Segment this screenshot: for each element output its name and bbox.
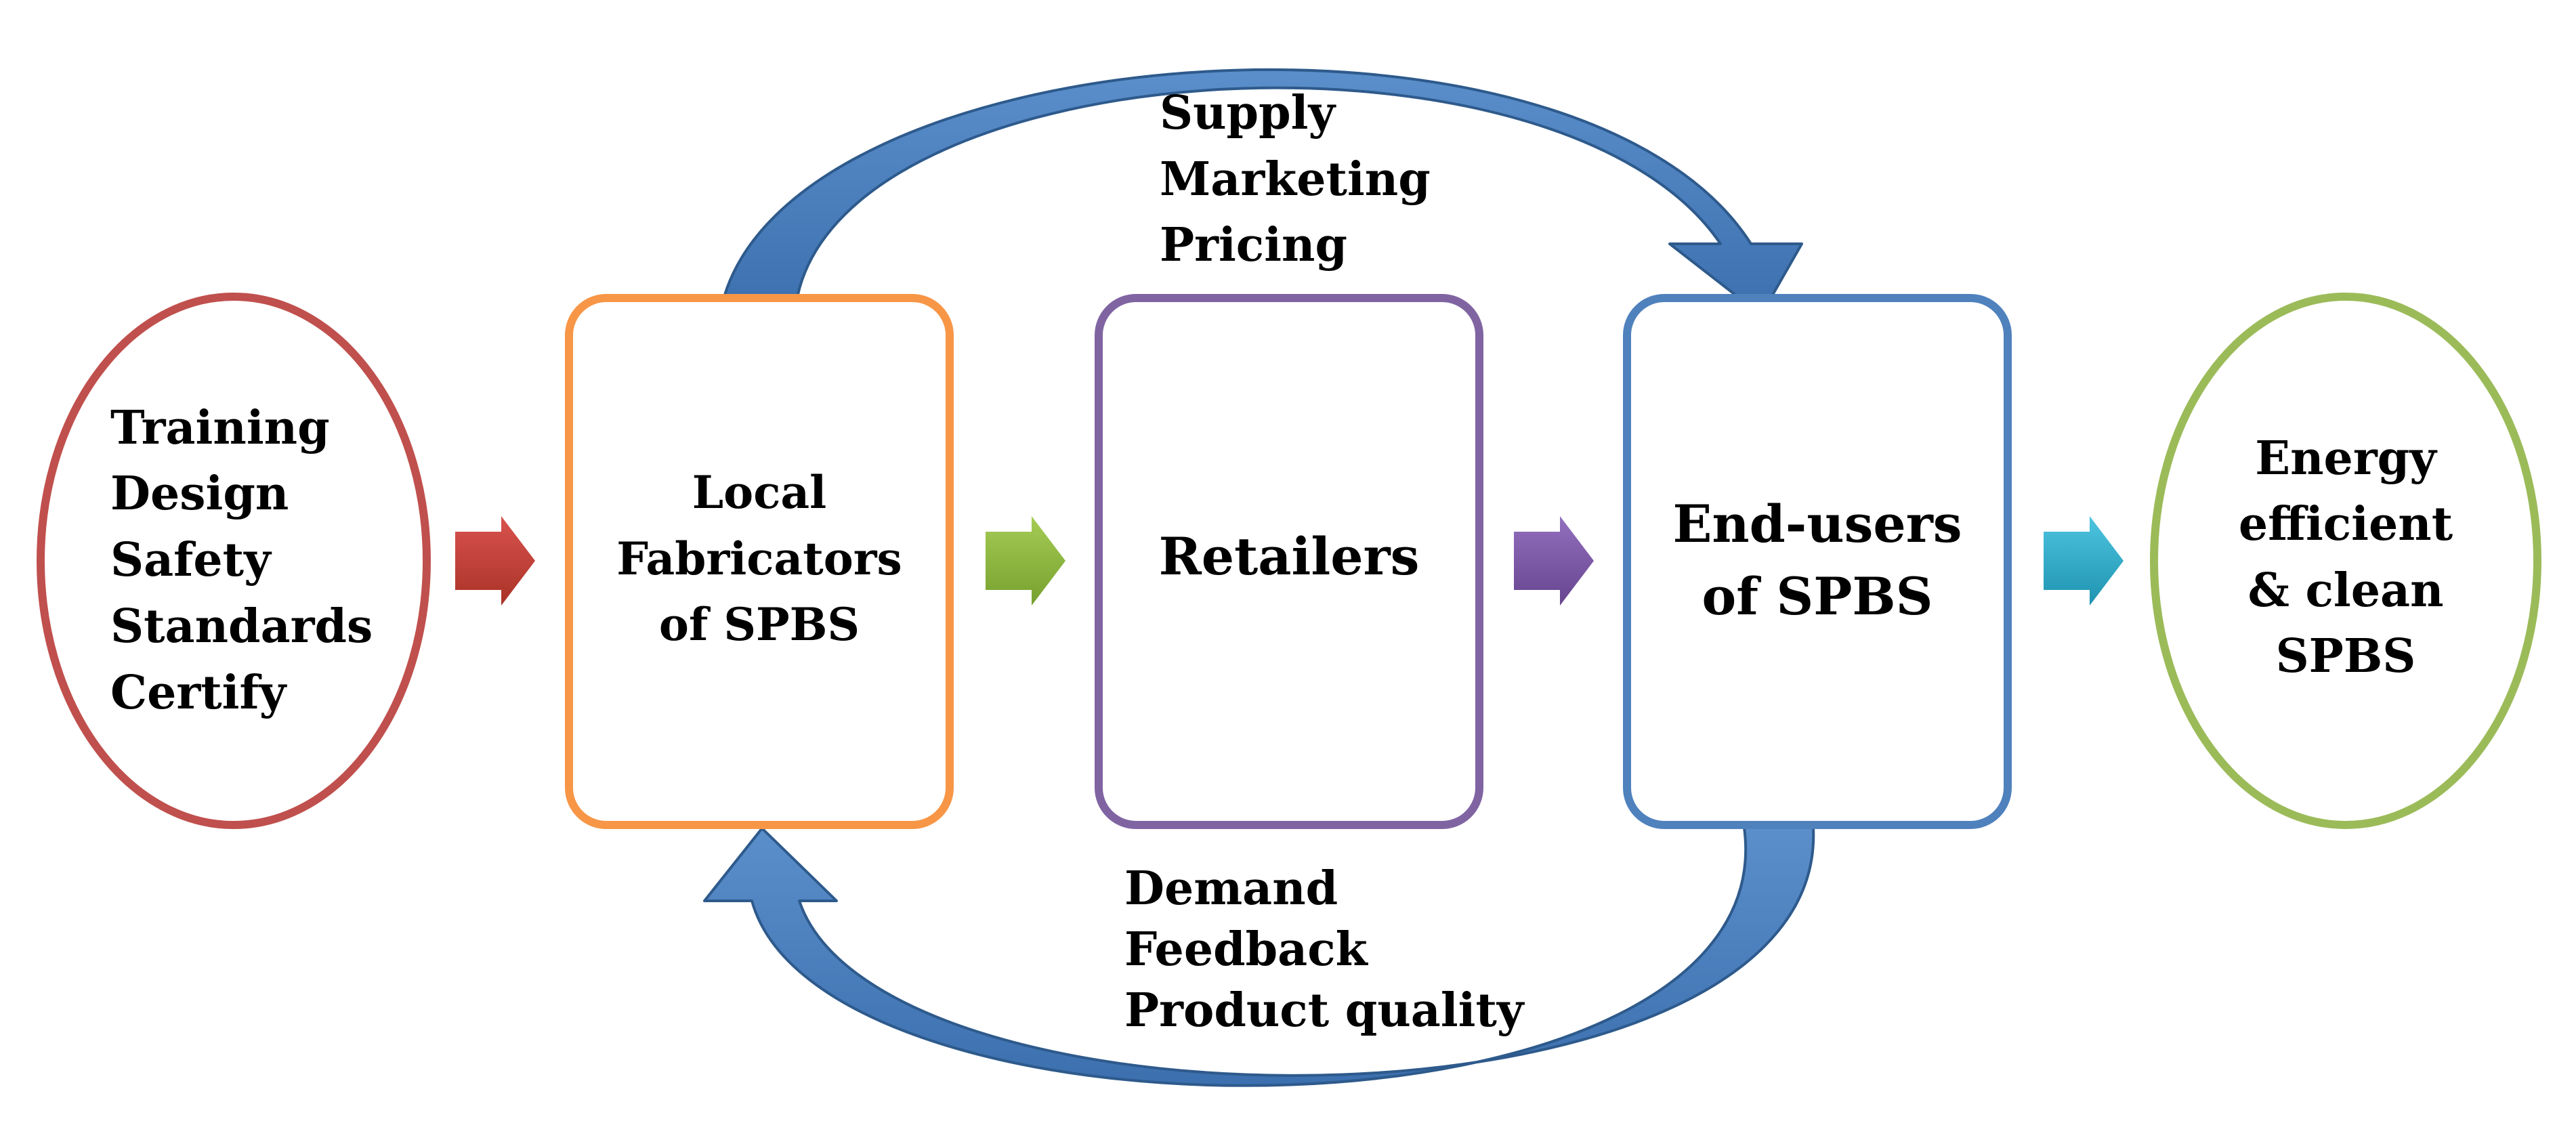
bottom-flow-line: Feedback: [1124, 923, 1369, 977]
fabricators-box: [565, 294, 954, 829]
top-flow-line: Marketing: [1160, 152, 1431, 207]
arrow-end-users-to-output: [2044, 516, 2124, 606]
inputs-line: Standards: [110, 599, 373, 654]
bottom-flow-text: Demand Feedback Product quality: [1124, 862, 1525, 1038]
arrow-fabricators-to-retailers: [986, 516, 1065, 606]
top-flow-line: Supply: [1160, 86, 1336, 140]
output-line: Energy: [2255, 431, 2438, 486]
top-curved-arrow: [718, 68, 1803, 320]
bottom-flow-line: Demand: [1124, 862, 1338, 916]
output-ellipse: [2150, 293, 2541, 829]
retailers-label: Retailers: [1159, 526, 1420, 587]
top-flow-text: Supply Marketing Pricing: [1160, 86, 1431, 272]
inputs-line: Safety: [110, 533, 272, 587]
output-line: SPBS: [2276, 629, 2416, 683]
end-users-line: End-users: [1672, 494, 1962, 554]
inputs-ellipse: [37, 293, 431, 829]
top-flow-line: Pricing: [1160, 218, 1347, 272]
bottom-curved-arrow: [703, 826, 1815, 1087]
inputs-line: Training: [110, 401, 330, 455]
inputs-text: Training Design Safety Standards Certify: [110, 401, 373, 720]
output-line: efficient: [2239, 497, 2453, 551]
retailers-box: [1095, 294, 1483, 829]
fabricators-line: Fabricators: [616, 532, 902, 585]
fabricators-line: Local: [692, 466, 826, 519]
inputs-line: Certify: [110, 666, 288, 720]
end-users-text: End-users of SPBS: [1672, 494, 1962, 627]
arrow-inputs-to-fabricators: [455, 516, 535, 606]
arrow-retailers-to-end-users: [1514, 516, 1594, 606]
bottom-flow-line: Product quality: [1124, 983, 1525, 1038]
output-text: Energy efficient & clean SPBS: [2239, 431, 2453, 683]
output-line: & clean: [2247, 564, 2443, 618]
end-users-line: of SPBS: [1702, 566, 1933, 627]
fabricators-text: Local Fabricators of SPBS: [616, 466, 902, 651]
inputs-line: Design: [110, 467, 289, 521]
fabricators-line: of SPBS: [659, 598, 860, 651]
end-users-box: [1623, 294, 2012, 829]
